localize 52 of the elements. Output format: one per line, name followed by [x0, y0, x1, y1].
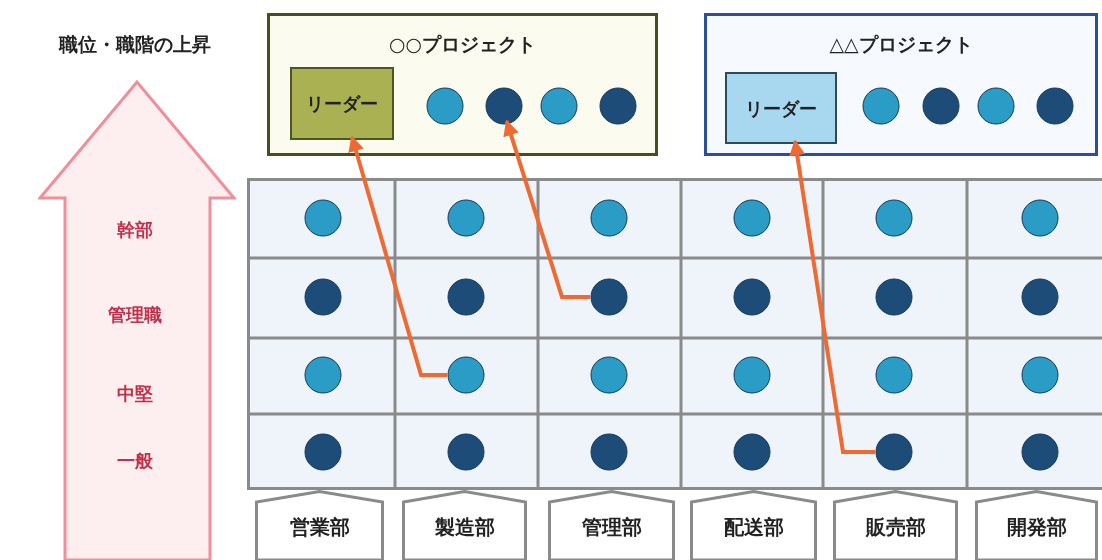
member-dot — [447, 278, 485, 316]
member-dot — [1021, 356, 1059, 394]
leader-box: リーダー — [290, 67, 394, 140]
member-dot — [1036, 87, 1074, 125]
department-label: 配送部 — [722, 514, 785, 541]
department-label: 営業部 — [288, 514, 351, 541]
promotion-arrow — [503, 119, 590, 299]
member-dot — [733, 356, 771, 394]
member-dot — [599, 87, 637, 125]
member-dot — [1021, 433, 1059, 471]
department-label: 開発部 — [1005, 514, 1068, 541]
member-dot — [304, 356, 342, 394]
member-dot — [485, 87, 523, 125]
department-label: 販売部 — [864, 514, 927, 541]
promotion-arrow — [348, 135, 447, 377]
member-dot — [540, 87, 578, 125]
member-dot — [590, 199, 628, 237]
project-panel — [704, 13, 1098, 156]
department-label: 製造部 — [433, 514, 496, 541]
member-dot — [304, 199, 342, 237]
member-dot — [733, 199, 771, 237]
member-dot — [590, 356, 628, 394]
project-panel — [267, 13, 658, 156]
member-dot — [447, 356, 485, 394]
project-title: ○○プロジェクト — [387, 32, 538, 57]
member-dot — [1021, 199, 1059, 237]
member-dot — [875, 433, 913, 471]
member-dot — [733, 433, 771, 471]
rank-label: 幹部 — [117, 218, 153, 242]
department-label: 管理部 — [580, 514, 643, 541]
member-dot — [862, 87, 900, 125]
member-dot — [426, 87, 464, 125]
rank-label: 中堅 — [117, 382, 153, 406]
member-dot — [590, 278, 628, 316]
rank-label: 一般 — [117, 449, 153, 473]
promotion-arrow — [789, 139, 875, 454]
member-dot — [922, 87, 960, 125]
member-dot — [304, 433, 342, 471]
member-dot — [590, 433, 628, 471]
member-dot — [875, 356, 913, 394]
arrow-heading: 職位・職階の上昇 — [59, 32, 211, 57]
member-dot — [1021, 278, 1059, 316]
member-dot — [733, 278, 771, 316]
member-dot — [447, 199, 485, 237]
member-dot — [304, 278, 342, 316]
rank-label: 管理職 — [108, 303, 162, 327]
project-title: △△プロジェクト — [828, 32, 974, 57]
member-dot — [447, 433, 485, 471]
member-dot — [977, 87, 1015, 125]
leader-box: リーダー — [725, 72, 837, 144]
member-dot — [875, 199, 913, 237]
member-dot — [875, 278, 913, 316]
